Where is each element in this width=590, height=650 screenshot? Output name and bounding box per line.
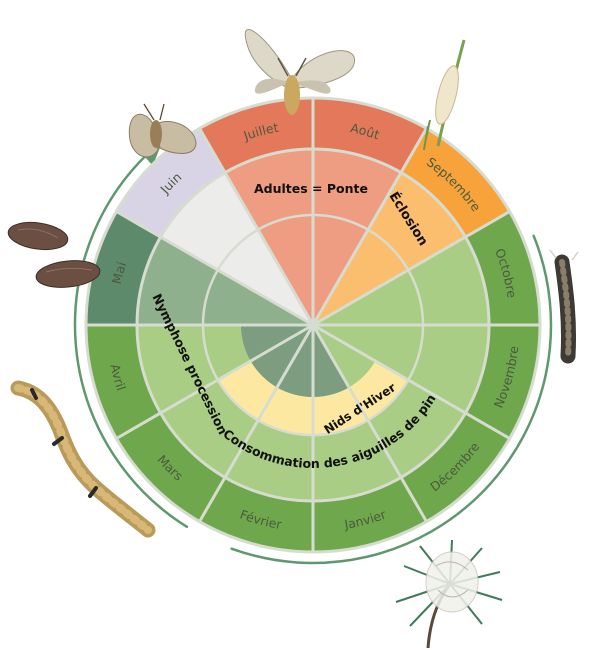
caterpillar-icon xyxy=(550,250,578,356)
moth-icon xyxy=(129,104,196,157)
pupa-icon xyxy=(6,219,101,290)
cycle-wheel xyxy=(86,98,540,552)
pine-nest-icon xyxy=(396,540,502,648)
phase-label-adultes-ponte: Adultes = Ponte xyxy=(254,181,368,196)
